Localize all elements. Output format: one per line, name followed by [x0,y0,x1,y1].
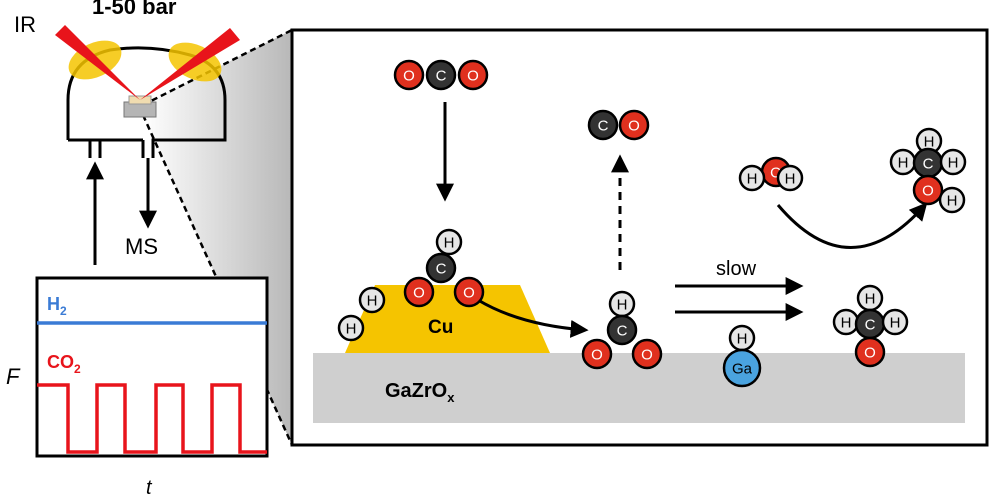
carbon-atom: C [425,59,457,91]
hydrogen-atom: H [832,308,860,336]
y-axis-label: F [6,364,21,389]
svg-text:Ga: Ga [732,361,753,378]
svg-text:O: O [628,118,640,135]
oxygen-atom: O [854,336,886,368]
support-label: GaZrOx [385,380,455,405]
carbon-atom: C [854,308,886,340]
oxygen-atom: O [631,338,663,370]
svg-text:H: H [747,171,758,188]
svg-text:H: H [617,297,628,314]
ir-beam-out [140,28,240,100]
svg-text:O: O [591,347,603,364]
hydrogen-atom: H [728,324,756,352]
svg-text:O: O [403,68,415,85]
flow-plot-frame [35,276,269,458]
slow-label: slow [716,258,757,280]
svg-text:C: C [923,156,934,173]
gallium-atom: Ga [722,348,762,388]
oxygen-atom: O [393,59,425,91]
hydrogen-atom: H [358,286,386,314]
svg-text:H: H [898,155,909,172]
oxygen-atom: O [457,59,489,91]
hydrogen-atom: H [776,164,804,192]
svg-text:O: O [463,285,475,302]
svg-text:C: C [598,118,609,135]
svg-text:H: H [948,155,959,172]
hydrogen-atom: H [337,314,365,342]
oxygen-atom: O [912,174,944,206]
svg-text:H: H [737,331,748,348]
carbon-atom: C [606,314,638,346]
oxygen-atom: O [453,276,485,308]
svg-text:C: C [617,323,628,340]
reactor-cell [55,25,240,158]
svg-text:H: H [367,293,378,310]
hydrogen-atom: H [435,228,463,256]
ir-beam-in [55,25,140,100]
oxygen-atom: O [581,338,613,370]
carbon-atom: C [425,252,457,284]
svg-text:H: H [924,134,935,151]
hydrogen-atom: H [939,148,967,176]
svg-text:H: H [890,315,901,332]
oxygen-atom: O [618,109,650,141]
svg-text:H: H [865,291,876,308]
cu-label: Cu [428,317,453,338]
pressure-label: 1-50 bar [92,0,177,19]
hydrogen-atom: H [856,284,884,312]
hydrogen-atom: H [889,148,917,176]
svg-text:O: O [413,285,425,302]
x-axis-label: t [146,477,153,496]
ir-label: IR [14,12,36,37]
svg-text:H: H [346,321,357,338]
svg-text:O: O [467,68,479,85]
svg-text:O: O [864,345,876,362]
h2-label: H2 [47,294,67,318]
ms-label: MS [125,234,158,259]
svg-text:O: O [770,165,782,182]
hydrogen-atom: H [608,290,636,318]
cu-particle [345,285,550,353]
hydrogen-atom: H [881,308,909,336]
svg-text:H: H [841,315,852,332]
svg-text:O: O [641,347,653,364]
svg-text:H: H [785,171,796,188]
co2-flow-line [37,383,267,454]
svg-text:C: C [436,261,447,278]
svg-text:O: O [922,183,934,200]
carbon-atom: C [912,147,944,179]
hydrogenation-arrow [477,298,589,338]
svg-text:C: C [436,68,447,85]
svg-text:H: H [947,193,958,210]
svg-text:H: H [444,235,455,252]
co2-label: CO2 [47,352,81,376]
methanol-formation-arrow [776,202,928,249]
hydrogen-atom: H [738,164,766,192]
carbon-atom: C [587,109,619,141]
oxygen-atom: O [403,276,435,308]
hydrogen-atom: H [938,186,966,214]
svg-text:C: C [865,317,876,334]
